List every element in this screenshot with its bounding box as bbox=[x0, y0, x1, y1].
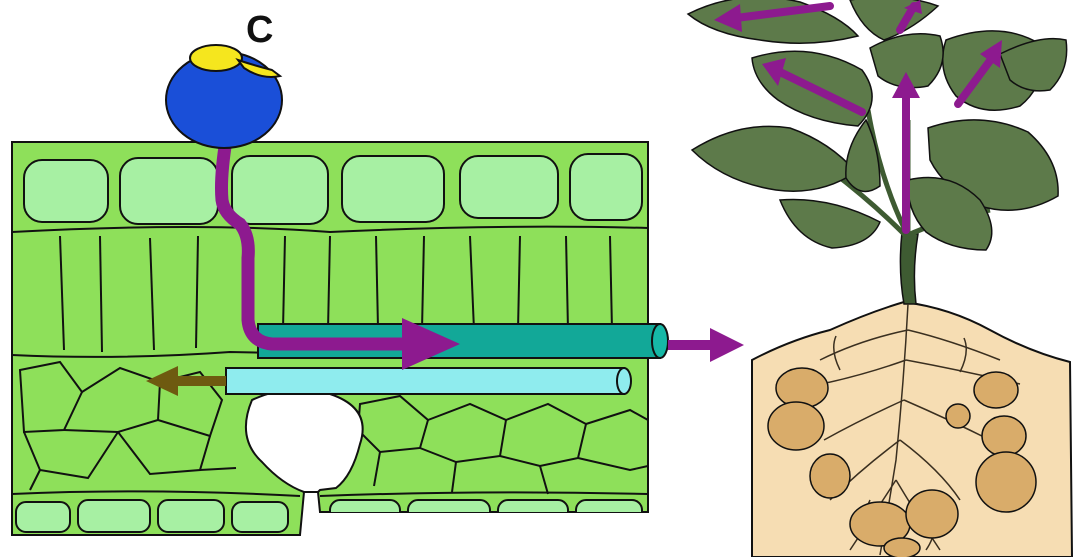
label-c: C bbox=[246, 9, 273, 51]
leaf-cross-section: C bbox=[12, 9, 668, 535]
stem bbox=[900, 232, 918, 304]
leaves bbox=[688, 0, 1067, 250]
transport-arrow bbox=[668, 328, 744, 362]
potato-plant bbox=[688, 0, 1072, 557]
spore-c bbox=[166, 45, 282, 148]
xylem-tube bbox=[226, 368, 631, 394]
